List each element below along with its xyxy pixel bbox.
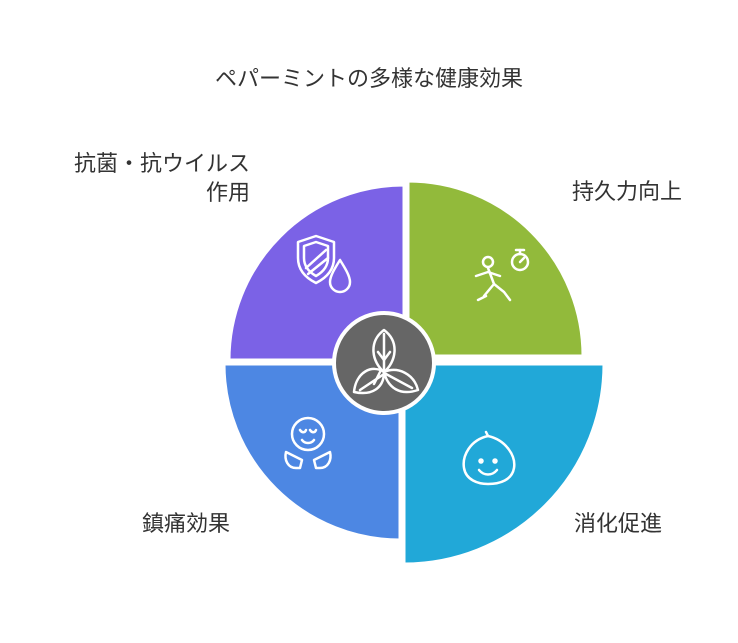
runner-stopwatch-icon (474, 248, 530, 302)
diagram-title: ペパーミントの多様な健康効果 (214, 67, 523, 92)
relaxed-face-hands-icon (284, 416, 332, 470)
label-antibacterial: 抗菌・抗ウイルス 作用 (73, 152, 250, 206)
segment-endurance (406, 179, 585, 358)
segment-pain-relief (222, 362, 402, 542)
label-digestion: 消化促進 (574, 512, 663, 537)
label-pain-relief: 鎮痛効果 (142, 512, 231, 537)
shield-droplet-icon (296, 234, 352, 294)
label-endurance: 持久力向上 (572, 180, 683, 205)
segment-antibacterial (227, 183, 406, 362)
mint-leaves-icon (352, 328, 420, 395)
segment-digestion (402, 362, 606, 566)
smiling-drop-icon (462, 430, 516, 486)
